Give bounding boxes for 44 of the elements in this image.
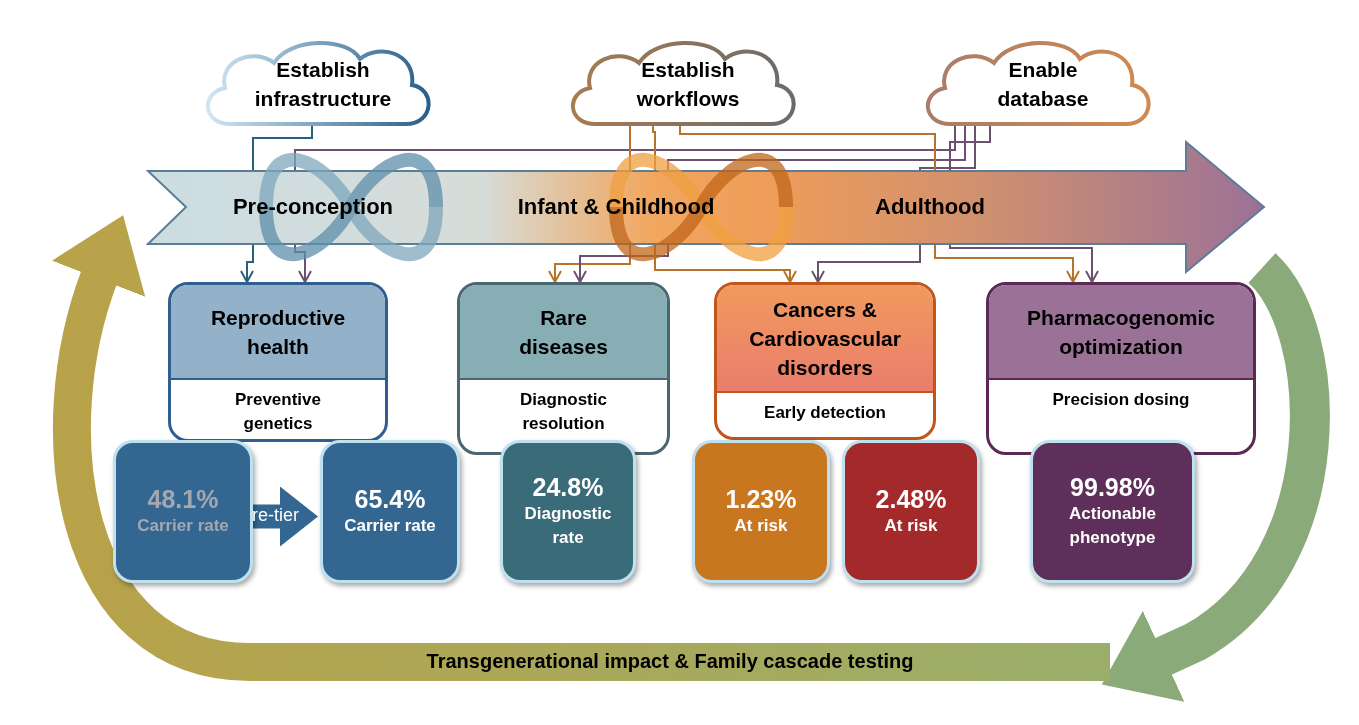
cloud-label: Establish infrastructure — [253, 57, 393, 112]
card-heading: Rare diseases — [460, 285, 667, 380]
stat-caption: Actionable phenotype — [1068, 503, 1157, 549]
phase-label: Infant & Childhood — [516, 194, 716, 220]
arrow — [240, 243, 254, 283]
phase-label: Adulthood — [874, 194, 986, 220]
stat-value: 1.23% — [725, 485, 797, 514]
card-heading: Reproductive health — [171, 285, 385, 380]
block-arrow — [253, 486, 318, 547]
stat-caption: Diagnostic rate — [523, 503, 613, 549]
phase-label: Pre-conception — [231, 194, 395, 220]
stat-card — [500, 440, 636, 583]
edge-label: re-tier — [251, 504, 300, 526]
stat-value: 24.8% — [532, 473, 604, 502]
card-subtitle: Early detection — [763, 402, 887, 424]
stat-value: 2.48% — [875, 485, 947, 514]
stat-card — [692, 440, 830, 583]
stat-card — [320, 440, 460, 583]
stat-card — [1030, 440, 1195, 583]
cycle-label: Transgenerational impact & Family cascade testing — [425, 650, 915, 673]
stat-value: 99.98% — [1070, 473, 1155, 502]
stat-value: 65.4% — [354, 485, 426, 514]
cloud-label: Establish workflows — [635, 57, 741, 112]
stat-card — [842, 440, 980, 583]
stat-caption: At risk — [733, 515, 789, 537]
card-heading: Pharmacogenomic optimization — [989, 285, 1253, 380]
card-subtitle: Preventive genetics — [234, 389, 322, 435]
stat-caption: At risk — [883, 515, 939, 537]
stat-caption: Carrier rate — [343, 515, 437, 537]
cloud-label: Enable database — [996, 57, 1090, 112]
card-subtitle: Precision dosing — [1051, 389, 1191, 411]
arrow — [811, 243, 921, 283]
category-card — [714, 282, 936, 440]
stat-caption: Carrier rate — [136, 515, 230, 537]
stat-value: 48.1% — [147, 485, 219, 514]
arrow — [949, 243, 1099, 283]
arrow — [934, 243, 1080, 283]
category-card — [168, 282, 388, 442]
category-card — [986, 282, 1256, 455]
card-subtitle: Diagnostic resolution — [519, 389, 608, 435]
category-card — [457, 282, 670, 455]
card-heading: Cancers & Cardiovascular disorders — [717, 285, 933, 393]
stat-card — [113, 440, 253, 583]
timeline-arrow — [146, 140, 1266, 274]
